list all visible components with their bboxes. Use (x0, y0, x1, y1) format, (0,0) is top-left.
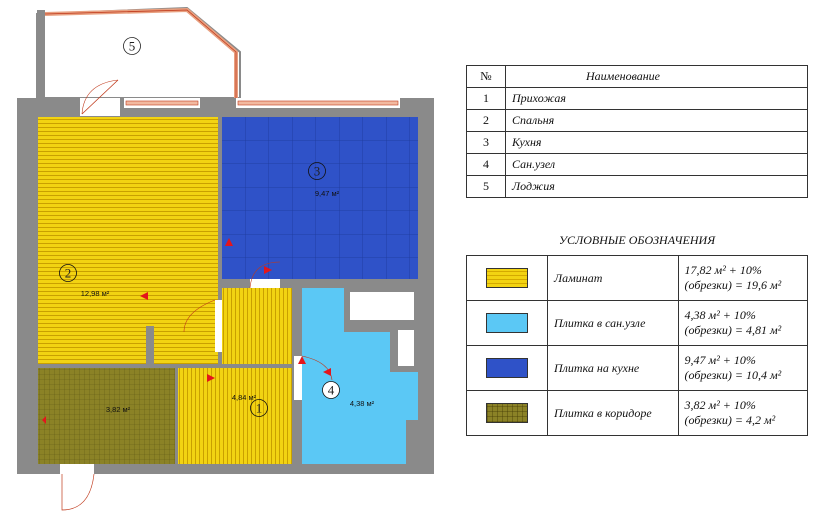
svg-text:2: 2 (65, 266, 72, 281)
room-marker-5: 5 (123, 37, 141, 55)
room-hallway-floor (222, 288, 292, 364)
door-kitchen (250, 279, 280, 288)
door-entrance (60, 464, 94, 474)
row-name: Сан.узел (505, 153, 808, 176)
loggia (36, 6, 241, 99)
area-bathroom: 4,38 м² (350, 399, 375, 408)
legend-qty-total: (обрезки) = 4,2 м² (684, 413, 776, 427)
row-name: Лоджия (505, 175, 808, 198)
room-marker-1: 1 (250, 399, 268, 417)
legend-row: Плитка на кухне 9,47 м² + 10%(обрезки) =… (466, 345, 809, 391)
room-marker-2: 2 (59, 264, 77, 282)
bath-wall-stub (406, 420, 418, 464)
door-bathroom (294, 356, 302, 400)
bath-tile-swatch (486, 313, 528, 333)
bathtub (346, 288, 418, 324)
row-num: 2 (466, 109, 506, 132)
row-name: Спальня (505, 109, 808, 132)
legend-title: УСЛОВНЫЕ ОБОЗНАЧЕНИЯ (558, 233, 716, 247)
room-marker-4: 4 (322, 381, 340, 399)
row-num: 3 (466, 131, 506, 154)
legend-qty: 4,38 м² + 10% (684, 308, 756, 322)
room-bedroom-floor (38, 117, 218, 364)
svg-text:4: 4 (328, 383, 335, 398)
svg-text:5: 5 (129, 39, 136, 54)
room-bathroom-floor (302, 288, 418, 464)
legend-qty: 3,82 м² + 10% (684, 398, 756, 412)
area-bedroom: 12,98 м² (81, 289, 110, 298)
legend-table: Ламинат 17,82 м² + 10%(обрезки) = 19,6 м… (466, 255, 809, 436)
door-opening-loggia (80, 98, 120, 116)
legend-qty-total: (обрезки) = 19,6 м² (684, 278, 782, 292)
legend-name: Плитка в коридоре (547, 390, 679, 436)
room-hallway-floor-lower (178, 368, 296, 464)
red-markers (42, 238, 331, 424)
row-name: Кухня (505, 131, 808, 154)
corridor-tile-swatch (486, 403, 528, 423)
row-num: 5 (466, 175, 506, 198)
legend-qty-total: (обрезки) = 4,81 м² (684, 323, 782, 337)
legend-row: Ламинат 17,82 м² + 10%(обрезки) = 19,6 м… (466, 255, 809, 301)
area-corridor: 3,82 м² (106, 405, 131, 414)
legend-row: Плитка в коридоре 3,82 м² + 10%(обрезки)… (466, 390, 809, 436)
legend-name: Плитка на кухне (547, 345, 679, 391)
kitchen-tile-swatch (486, 358, 528, 378)
col-num: № (466, 65, 506, 88)
legend-qty: 17,82 м² + 10% (684, 263, 762, 277)
legend-qty-total: (обрезки) = 10,4 м² (684, 368, 782, 382)
door-bedroom (215, 300, 222, 352)
floor-plan: 5 3 2 1 4 9,47 м² 12,98 м² 4,84 м² 4,38 … (17, 6, 434, 511)
room-corridor-floor (38, 368, 175, 464)
area-kitchen: 9,47 м² (315, 189, 340, 198)
legend-row: Плитка в сан.узле 4,38 м² + 10%(обрезки)… (466, 300, 809, 346)
row-num: 1 (466, 87, 506, 110)
col-name: Наименование (505, 65, 808, 88)
room-marker-3: 3 (308, 162, 326, 180)
legend-name: Плитка в сан.узле (547, 300, 679, 346)
area-hallway: 4,84 м² (232, 393, 257, 402)
laminate-swatch (486, 268, 528, 288)
legend-name: Ламинат (547, 255, 679, 301)
svg-text:1: 1 (256, 401, 263, 416)
rooms-table-header: № Наименование (466, 65, 808, 88)
room-kitchen-floor (222, 117, 418, 279)
row-name: Прихожая (505, 87, 808, 110)
svg-text:3: 3 (314, 164, 321, 179)
legend-qty: 9,47 м² + 10% (684, 353, 756, 367)
row-num: 4 (466, 153, 506, 176)
